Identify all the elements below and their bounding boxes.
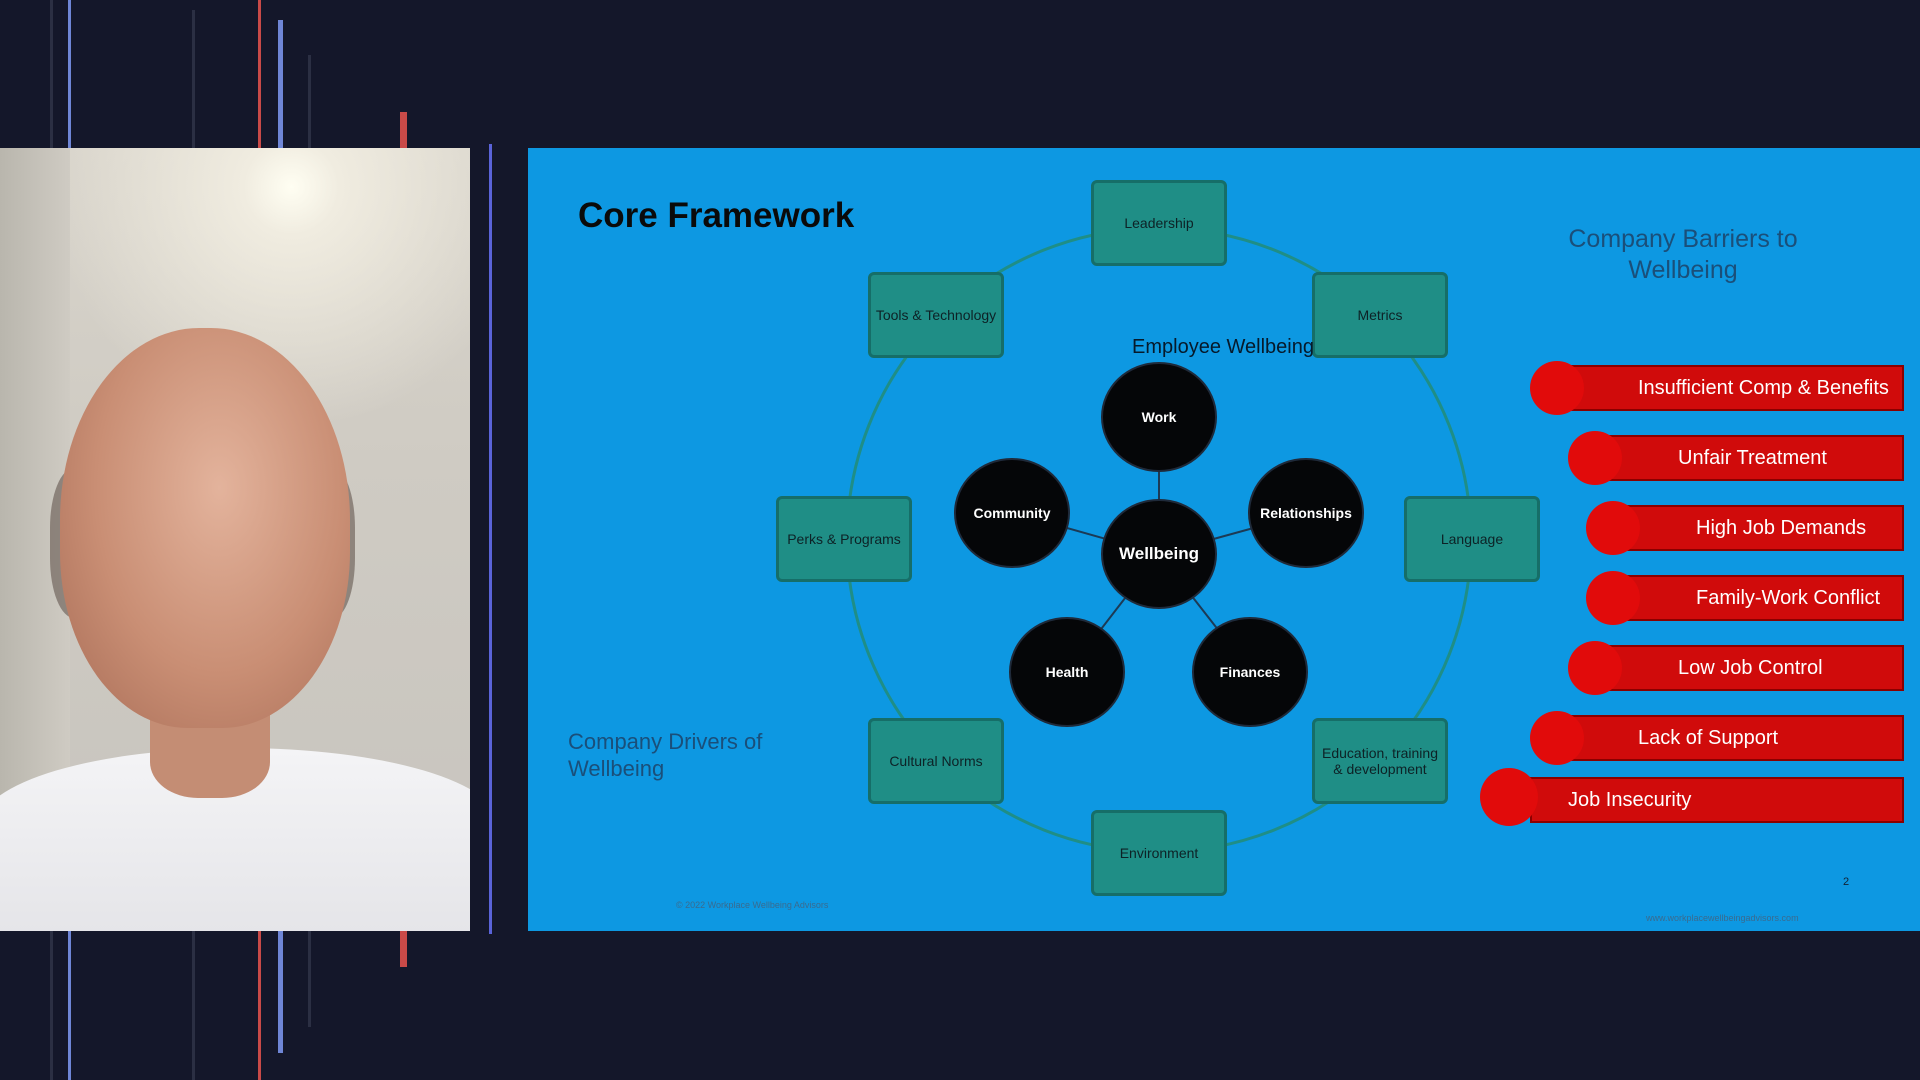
barrier-bullet <box>1480 768 1538 826</box>
background-stripe <box>258 931 261 1080</box>
barrier-label: High Job Demands <box>1696 516 1867 539</box>
employee-wellbeing-label: Employee Wellbeing <box>1132 336 1314 358</box>
background-stripe <box>278 20 283 148</box>
background-stripe <box>258 0 261 148</box>
barrier-lack-of-support: Lack of Support <box>1568 715 1904 761</box>
barrier-bullet <box>1568 431 1622 485</box>
background-stripe <box>68 0 71 148</box>
barrier-unfair-treatment: Unfair Treatment <box>1608 435 1904 481</box>
barrier-bullet <box>1568 641 1622 695</box>
drivers-heading: Company Drivers of Wellbeing <box>568 729 763 781</box>
circle-relationships: Relationships <box>1248 458 1364 568</box>
barrier-high-job-demands: High Job Demands <box>1626 505 1904 551</box>
circle-finances: Finances <box>1192 617 1308 727</box>
barrier-insufficient-comp: Insufficient Comp & Benefits <box>1568 365 1904 411</box>
slide-title: Core Framework <box>578 196 855 235</box>
shared-slide: Core Framework Leadership Metrics Langua… <box>528 148 1920 931</box>
barrier-label: Family-Work Conflict <box>1696 586 1881 609</box>
driver-tools-technology: Tools & Technology <box>868 272 1004 358</box>
circle-community: Community <box>954 458 1070 568</box>
circle-work: Work <box>1101 362 1217 472</box>
background-stripe <box>50 0 53 148</box>
barrier-label: Insufficient Comp & Benefits <box>1638 376 1889 399</box>
driver-education: Education, training & development <box>1312 718 1448 804</box>
background-stripe <box>278 931 283 1053</box>
background-stripe <box>400 112 407 148</box>
barrier-label: Unfair Treatment <box>1678 446 1827 469</box>
background-stripe <box>400 931 407 967</box>
background-stripe <box>192 931 195 1080</box>
circle-health: Health <box>1009 617 1125 727</box>
participant-face <box>60 328 350 728</box>
driver-language: Language <box>1404 496 1540 582</box>
driver-leadership: Leadership <box>1091 180 1227 266</box>
barrier-family-work-conflict: Family-Work Conflict <box>1626 575 1904 621</box>
barrier-bullet <box>1586 501 1640 555</box>
background-stripe <box>192 10 195 148</box>
circle-wellbeing-center: Wellbeing <box>1101 499 1217 609</box>
barrier-label: Low Job Control <box>1678 656 1823 679</box>
barrier-bullet <box>1530 711 1584 765</box>
driver-cultural-norms: Cultural Norms <box>868 718 1004 804</box>
background-stripe <box>308 931 311 1027</box>
slide-footer-url: www.workplacewellbeingadvisors.com <box>1646 913 1799 923</box>
slide-footer-copyright: © 2022 Workplace Wellbeing Advisors <box>676 900 829 910</box>
driver-perks-programs: Perks & Programs <box>776 496 912 582</box>
background-stripe <box>50 931 53 1080</box>
barrier-bullet <box>1530 361 1584 415</box>
background-stripe <box>68 931 71 1080</box>
barrier-label: Job Insecurity <box>1568 788 1692 811</box>
barrier-label: Lack of Support <box>1638 726 1779 749</box>
barrier-bullet <box>1586 571 1640 625</box>
slide-page-number: 2 <box>1843 876 1850 888</box>
barriers-heading: Company Barriers to Wellbeing <box>1568 225 1798 284</box>
barrier-job-insecurity: Job Insecurity <box>1530 777 1904 823</box>
participant-video-tile[interactable] <box>0 148 470 931</box>
driver-environment: Environment <box>1091 810 1227 896</box>
tile-divider <box>489 144 492 934</box>
background-stripe <box>308 55 311 148</box>
driver-metrics: Metrics <box>1312 272 1448 358</box>
barrier-low-job-control: Low Job Control <box>1608 645 1904 691</box>
